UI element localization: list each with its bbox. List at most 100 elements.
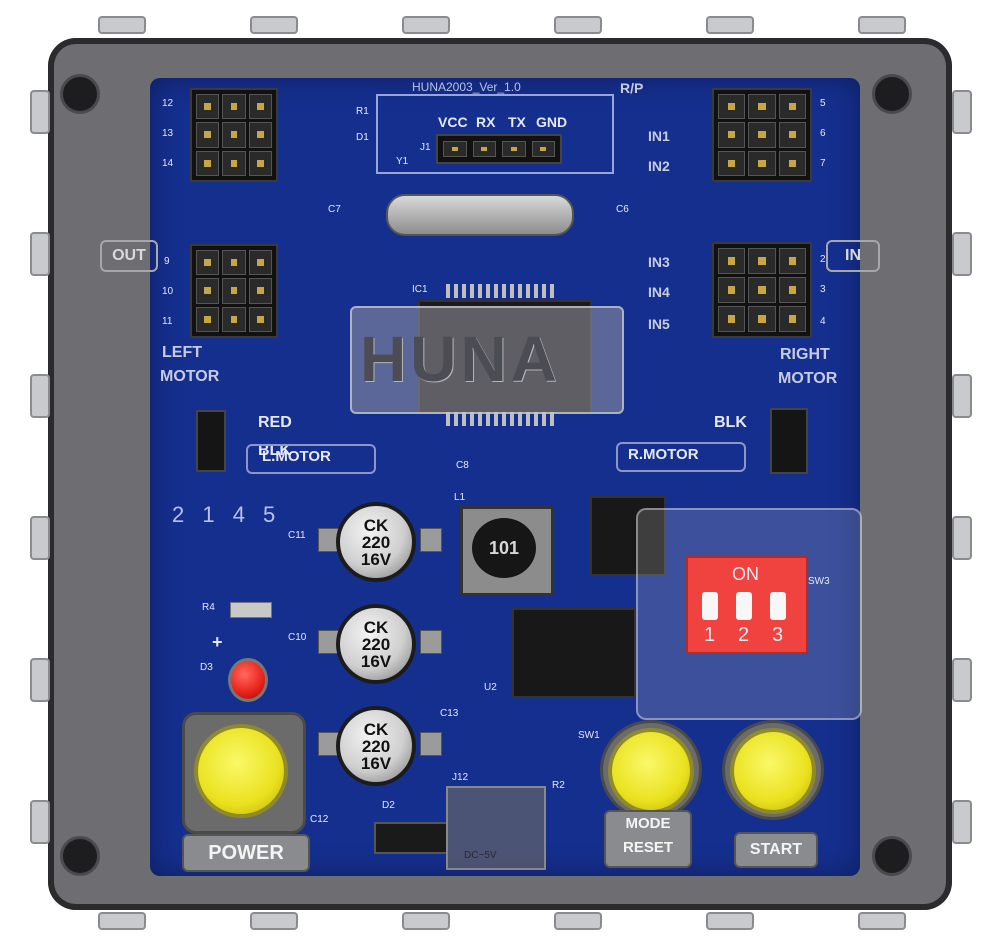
dip-switch[interactable]: ON 1 2 3 (686, 556, 808, 654)
dip-position-2: 2 (738, 624, 750, 646)
pin-label-7: 7 (820, 158, 826, 169)
header-pin (748, 122, 776, 148)
header-pin (778, 122, 806, 148)
pin-label-3: 3 (820, 284, 826, 295)
corner-screw-br (872, 836, 912, 876)
case-nub (30, 232, 50, 276)
out-label: OUT (100, 240, 158, 272)
cap1-brand: CK (363, 515, 389, 535)
r-motor-box (616, 442, 746, 472)
header-pin (778, 306, 806, 332)
header-pin (196, 94, 220, 120)
header-pin (248, 250, 272, 276)
serial-number: 2 1 4 5 (172, 502, 282, 527)
cap2-voltage: 16V (360, 651, 392, 671)
right-motor-label-1: RIGHT (780, 346, 830, 363)
case-nub (706, 16, 754, 34)
right-motor-connector[interactable] (770, 408, 808, 474)
case-nub (952, 90, 972, 134)
resistor-r4 (230, 602, 272, 618)
header-pin (222, 250, 246, 276)
in-header-mid[interactable] (712, 242, 812, 338)
in-label: IN (826, 240, 880, 272)
capacitor-c13: CK 220 16V (336, 706, 416, 786)
inductor-value: 101 (488, 537, 520, 558)
header-pin (248, 94, 272, 120)
out-header-top[interactable] (190, 88, 278, 182)
c8-label: C8 (456, 460, 469, 471)
c10-label: C10 (288, 632, 307, 643)
header-pin (748, 277, 776, 303)
case-nub (250, 912, 298, 930)
c13-label: C13 (440, 708, 459, 719)
mode-reset-button[interactable] (608, 728, 694, 814)
u2-label: U2 (484, 682, 497, 693)
header-pin (718, 306, 746, 332)
dc-power-jack[interactable] (446, 786, 546, 870)
dip-toggle-2[interactable] (736, 592, 752, 620)
r2-label: R2 (552, 780, 565, 791)
header-pin (222, 122, 246, 148)
l-motor-label: L.MOTOR (262, 448, 331, 465)
header-pin (222, 278, 246, 304)
power-led (228, 658, 268, 702)
led-plus-label: + (212, 632, 223, 652)
y1-label: Y1 (396, 156, 409, 167)
header-pin (748, 94, 776, 120)
dip-toggle-3[interactable] (770, 592, 786, 620)
left-motor-label-2: MOTOR (160, 368, 220, 385)
r1-label: R1 (356, 106, 369, 117)
pin-label-10: 10 (162, 286, 174, 297)
header-pin (196, 150, 220, 176)
header-pin (778, 94, 806, 120)
case-nub (250, 16, 298, 34)
power-button-label: POWER (182, 834, 310, 872)
case-nub (30, 90, 50, 134)
c11-label: C11 (288, 530, 306, 541)
in3-label: IN3 (648, 254, 670, 270)
header-pin (196, 306, 220, 332)
cap2-lead-right (420, 630, 442, 654)
rp-label: R/P (620, 80, 644, 96)
case-nub (98, 16, 146, 34)
dip-position-1: 1 (704, 624, 716, 646)
case-nub (30, 374, 50, 418)
case-nub (554, 16, 602, 34)
uart-rx-label: RX (476, 114, 496, 130)
case-nub (952, 374, 972, 418)
c12-label: C12 (310, 814, 329, 825)
dip-toggle-1[interactable] (702, 592, 718, 620)
reset-label: RESET (622, 839, 673, 856)
header-pin (248, 306, 272, 332)
start-button[interactable] (730, 728, 816, 814)
in-header-top[interactable] (712, 88, 812, 182)
d2-label: D2 (382, 800, 395, 811)
cap3-lead-right (420, 732, 442, 756)
left-motor-label-1: LEFT (162, 344, 202, 361)
right-motor-label-2: MOTOR (778, 370, 838, 387)
start-button-label: START (734, 832, 818, 868)
cap2-value: 220 (361, 634, 391, 654)
uart-header[interactable] (436, 134, 562, 164)
corner-screw-tl (60, 74, 100, 114)
inductor-core: 101 (472, 518, 536, 578)
case-nub (706, 912, 754, 930)
header-pin (718, 248, 746, 274)
ic-pins-top (446, 284, 558, 298)
dc-in-label: DC~5V (464, 850, 497, 861)
ic1-label: IC1 (412, 284, 428, 295)
driver-chip (590, 496, 666, 576)
uart-vcc-label: VCC (438, 114, 468, 130)
crystal-oscillator (386, 194, 574, 236)
uart-tx-label: TX (508, 114, 526, 130)
left-motor-connector[interactable] (196, 410, 226, 472)
pin-label-2: 2 (820, 254, 826, 265)
sw3-label: SW3 (808, 576, 830, 587)
dip-position-3: 3 (772, 624, 784, 646)
header-pin (718, 94, 746, 120)
header-pin (718, 277, 746, 303)
capacitor-c11: CK 220 16V (336, 502, 416, 582)
uart-ref-label: J1 (420, 142, 431, 153)
power-button[interactable] (194, 724, 288, 818)
out-header-mid[interactable] (190, 244, 278, 338)
